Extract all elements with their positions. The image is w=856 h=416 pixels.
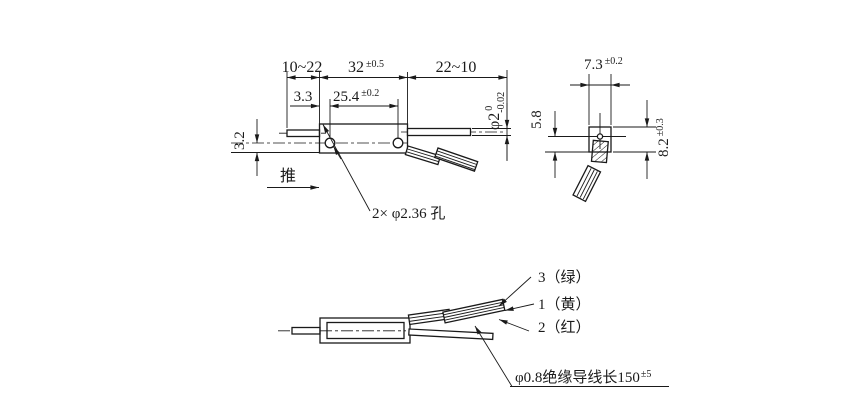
right-lead bbox=[406, 127, 472, 137]
dim-lead-left-label: 10~22 bbox=[282, 59, 323, 76]
end-view: 7.3±0.2 5.8 8.2±0.3 bbox=[529, 56, 672, 203]
bottom-case-inner bbox=[326, 321, 405, 340]
mounting-hole-right bbox=[392, 137, 404, 149]
dim-body-length-label: 32±0.5 bbox=[348, 59, 384, 76]
wire-label-red: 2（红） bbox=[538, 319, 591, 336]
holes-note-label: 2× φ2.36 孔 bbox=[372, 205, 445, 222]
wire-note-label: φ0.8绝缘导线长150±5 bbox=[515, 369, 651, 386]
top-view-wire-bundles bbox=[404, 145, 479, 172]
holes-leader-line bbox=[322, 124, 371, 212]
push-label: 推 bbox=[280, 167, 296, 185]
lead-end-circle bbox=[596, 133, 604, 140]
end-view-width-label: 7.3±0.2 bbox=[584, 56, 623, 73]
dim-hole-to-edge-label: 3.3 bbox=[294, 89, 313, 105]
wire-note-leader bbox=[474, 325, 669, 387]
end-view-axis-height-label: 5.8 bbox=[529, 110, 545, 129]
bottom-left-lead bbox=[291, 326, 321, 335]
end-view-height-label: 8.2±0.3 bbox=[655, 118, 672, 157]
dim-lead-right-label: 22~10 bbox=[436, 59, 477, 76]
top-view-extension-lines bbox=[286, 70, 511, 161]
bottom-view: 3（绿） 1（黄） 2（红） φ0.8绝缘导线长150±5 bbox=[278, 269, 669, 387]
top-view: 10~22 32±0.5 22~10 3.3 25.4±0.2 3.2 推 2×… bbox=[231, 59, 511, 222]
wire-label-arrows bbox=[498, 276, 535, 332]
dim-lead-diameter-label: φ20-0.02 bbox=[484, 92, 507, 130]
dim-axis-to-bottom-label: 3.2 bbox=[232, 131, 248, 150]
switch-case bbox=[318, 123, 409, 154]
end-view-extension-lines bbox=[545, 74, 656, 153]
dim-hole-spacing-label: 25.4±0.2 bbox=[333, 88, 379, 105]
end-view-wire-bundles bbox=[572, 139, 609, 203]
left-lead bbox=[286, 129, 321, 138]
wire-label-green: 3（绿） bbox=[538, 269, 591, 286]
bottom-view-wires bbox=[407, 298, 506, 341]
reed-switch-body-side bbox=[286, 123, 472, 154]
wire-label-yellow: 1（黄） bbox=[538, 296, 591, 313]
